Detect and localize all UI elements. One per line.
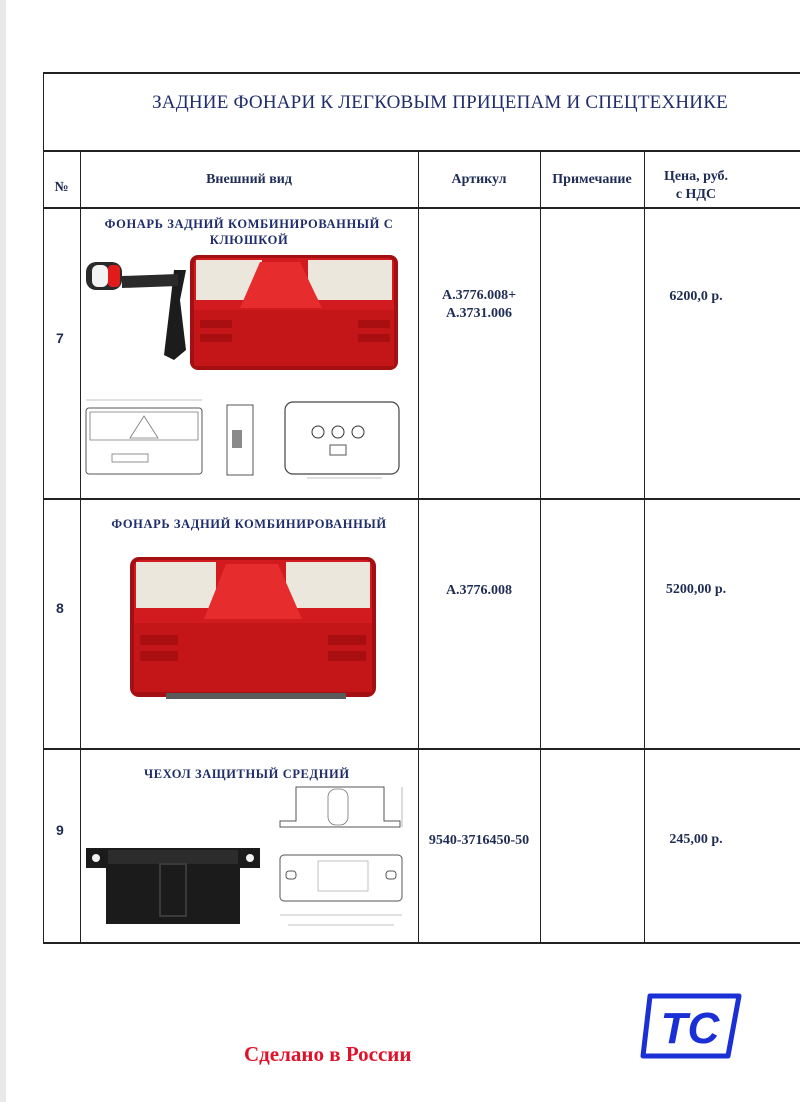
tail-lamp-drawings-image (85, 399, 400, 479)
row-7-name: ФОНАРЬ ЗАДНИЙ КОМБИНИРОВАННЫЙ С КЛЮШКОЙ (104, 217, 394, 247)
row-8-article: А.3776.008 (445, 583, 513, 598)
row-7-number: 7 (56, 330, 64, 346)
header-article: Артикул (451, 172, 507, 187)
tc-logo: TC (640, 993, 742, 1059)
made-in-russia-label: Сделано в России (244, 1042, 412, 1066)
header-note: Примечание (552, 172, 632, 187)
row-7-article: А.3776.008+ А.3731.006 (441, 288, 517, 321)
document-title: ЗАДНИЕ ФОНАРИ К ЛЕГКОВЫМ ПРИЦЕПАМ И СПЕЦ… (152, 92, 728, 113)
row-9-number: 9 (56, 822, 64, 838)
row-9-price: 245,00 р. (669, 832, 723, 847)
row-8-name: ФОНАРЬ ЗАДНИЙ КОМБИНИРОВАННЫЙ (111, 517, 387, 531)
tail-lamp-with-marker-image (86, 255, 398, 370)
row-7-price: 6200,0 р. (669, 289, 723, 304)
tail-lamp-image (130, 557, 376, 699)
protective-cover-image (86, 848, 260, 924)
protective-cover-drawings-image (279, 786, 403, 926)
row-8-price: 5200,00 р. (665, 582, 727, 597)
header-price: Цена, руб. с НДС (663, 169, 729, 202)
row-9-article: 9540-3716450-50 (428, 833, 530, 848)
page-edge (0, 0, 6, 1102)
row-8-number: 8 (56, 600, 64, 616)
row-9-name: ЧЕХОЛ ЗАЩИТНЫЙ СРЕДНИЙ (144, 767, 350, 781)
svg-text:TC: TC (661, 1004, 721, 1053)
header-num: № (54, 180, 69, 195)
header-appearance: Внешний вид (206, 172, 292, 187)
